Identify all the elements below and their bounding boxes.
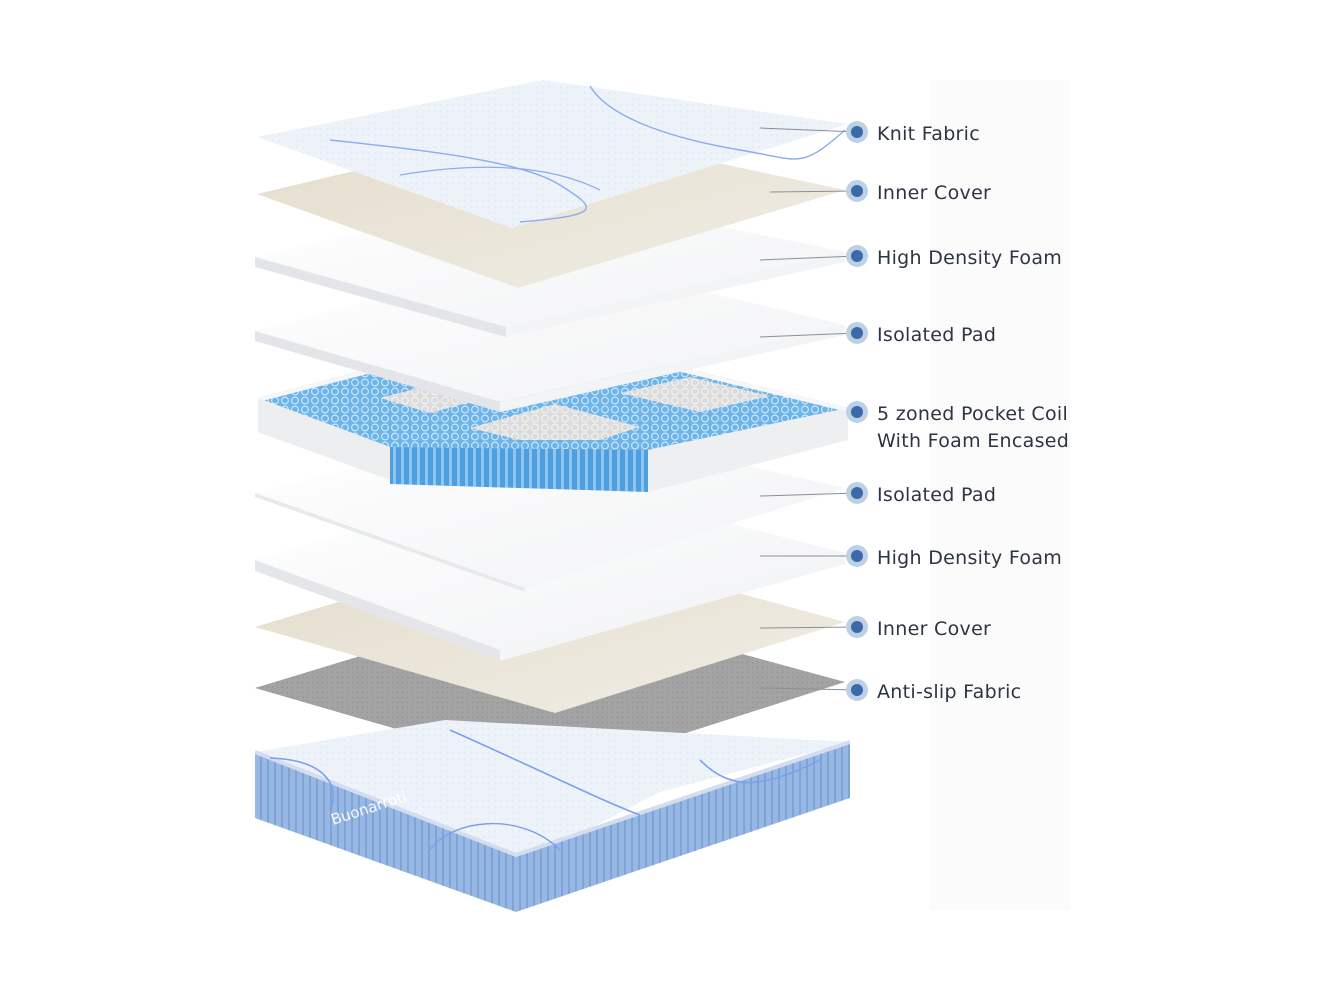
label-inner-cover-top: Inner Cover xyxy=(877,182,991,204)
label-pocket-coil-line2: With Foam Encased xyxy=(877,430,1069,452)
label-knit-fabric: Knit Fabric xyxy=(877,123,980,145)
callout-dot-knit-fabric xyxy=(851,126,863,138)
leader-line-inner-cover-top xyxy=(769,190,858,193)
finished-mattress: Buonarroti xyxy=(254,720,851,912)
leader-line-knit-fabric xyxy=(759,127,858,133)
callout-dot-inner-cover-bottom xyxy=(851,621,863,633)
label-anti-slip-fabric: Anti-slip Fabric xyxy=(877,681,1021,703)
leader-line-anti-slip-fabric xyxy=(759,687,858,691)
callout-dot-isolated-pad-top xyxy=(851,327,863,339)
leader-line-high-density-foam-top xyxy=(759,255,858,261)
callout-dot-high-density-foam-bottom xyxy=(851,550,863,562)
label-isolated-pad-bottom: Isolated Pad xyxy=(877,484,996,506)
callout-dot-inner-cover-top xyxy=(851,185,863,197)
leader-line-isolated-pad-bottom xyxy=(759,492,858,497)
label-pocket-coil: 5 zoned Pocket Coil xyxy=(877,403,1068,425)
label-panel-background xyxy=(930,80,1070,910)
label-inner-cover-bottom: Inner Cover xyxy=(877,618,991,640)
leader-line-inner-cover-bottom xyxy=(759,626,858,629)
layer-knit-fabric xyxy=(257,80,848,228)
callout-dot-isolated-pad-bottom xyxy=(851,487,863,499)
label-high-density-foam-top: High Density Foam xyxy=(877,247,1062,269)
label-high-density-foam-bottom: High Density Foam xyxy=(877,547,1062,569)
callout-dot-anti-slip-fabric xyxy=(851,684,863,696)
label-isolated-pad-top: Isolated Pad xyxy=(877,324,996,346)
leader-line-isolated-pad-top xyxy=(759,332,858,338)
callout-dot-high-density-foam-top xyxy=(851,250,863,262)
callout-dot-pocket-coil xyxy=(851,406,863,418)
